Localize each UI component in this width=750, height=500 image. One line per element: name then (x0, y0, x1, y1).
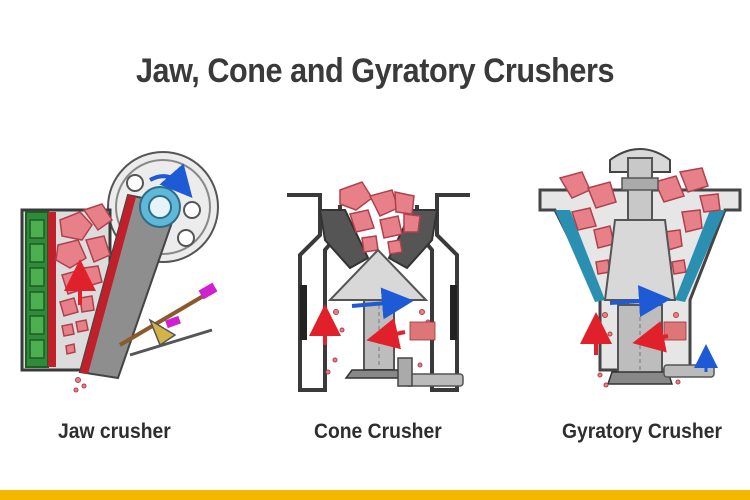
gyratory-crusher-diagram (538, 148, 742, 388)
caption-jaw-crusher: Jaw crusher (58, 420, 171, 443)
bottom-accent-bar (0, 490, 750, 500)
caption-gyratory-crusher: Gyratory Crusher (562, 420, 722, 443)
jaw-crusher-diagram (20, 151, 219, 393)
caption-cone-crusher: Cone Crusher (314, 420, 442, 443)
cone-crusher-diagram (287, 181, 470, 392)
page-title: Jaw, Cone and Gyratory Crushers (135, 52, 615, 90)
